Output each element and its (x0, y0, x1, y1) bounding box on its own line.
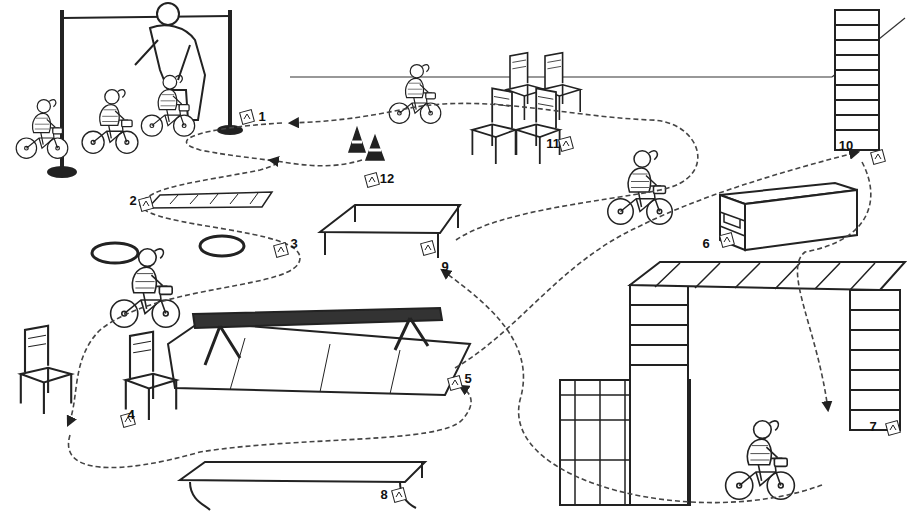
chairs-station-4 (21, 326, 176, 420)
balance-beam-part (193, 308, 442, 328)
course-drawing-part (141, 75, 194, 136)
hoops-part (200, 236, 244, 256)
teacher-part (157, 3, 179, 25)
course-drawing-part (726, 421, 795, 499)
route-line-part (797, 162, 870, 410)
callout-number: 11 (546, 137, 560, 150)
station-cards-part (421, 241, 436, 256)
station-cards-part (720, 233, 735, 248)
long-bench-part (180, 462, 425, 482)
station-cards-part (365, 173, 380, 188)
balance-beam-part (230, 338, 400, 394)
balance-beam (168, 308, 470, 395)
route-line-part (270, 160, 362, 166)
climbing-frame-part (850, 310, 900, 410)
course-drawing-part (111, 249, 180, 327)
wall-bars (835, 10, 879, 150)
low-table-part (325, 206, 458, 258)
vaulting-box-part (720, 195, 745, 250)
ramp-board-part (170, 193, 258, 204)
cones-part (349, 128, 365, 152)
wall-bars-part (835, 25, 879, 130)
start-posts-part (62, 16, 230, 18)
chairs-station-4-part (21, 326, 71, 414)
vaulting-box-part (720, 212, 745, 236)
start-posts-part (228, 10, 232, 128)
vaulting-box (720, 183, 857, 250)
station-cards-part (392, 488, 407, 503)
long-bench-part (190, 463, 422, 510)
callout-number: 7 (869, 420, 876, 433)
hoops (92, 236, 244, 263)
climbing-frame (560, 262, 905, 505)
climbing-frame-part (630, 285, 688, 505)
chairs-station-4-part (126, 332, 176, 420)
course-drawing-part (82, 90, 138, 154)
room-lines (290, 18, 905, 77)
course-drawing-part (608, 151, 673, 225)
callout-number: 6 (702, 237, 709, 250)
station-cards-part (886, 421, 901, 436)
climbing-frame-part (630, 262, 905, 290)
low-table (320, 205, 460, 258)
callout-number: 8 (380, 488, 387, 501)
chairs-station-11-part (516, 88, 559, 164)
cones-part (369, 149, 381, 152)
station-cards-part (559, 137, 574, 152)
balance-beam-part (168, 322, 470, 395)
chairs-station-11 (472, 53, 580, 164)
route-line-part (290, 103, 698, 240)
hoops-part (92, 243, 138, 263)
long-bench (180, 462, 425, 510)
station-cards-part (871, 150, 886, 165)
callout-number: 5 (464, 372, 471, 385)
callout-number: 3 (290, 237, 297, 250)
climbing-frame-part (850, 290, 900, 430)
climbing-frame-part (630, 305, 688, 365)
station-cards-part (448, 376, 463, 391)
station-cards-part (240, 110, 255, 125)
climbing-frame-part (655, 263, 875, 290)
chairs-station-11-part (472, 88, 515, 164)
wall-bars-part (835, 10, 879, 150)
route-line-part (69, 386, 472, 468)
route-line (68, 103, 871, 502)
station-cards-part (274, 243, 289, 258)
callout-number: 12 (380, 172, 394, 185)
balance-beam-part (205, 318, 428, 365)
callout-number: 1 (258, 110, 265, 123)
start-posts-part (48, 167, 76, 177)
cones (349, 128, 384, 160)
route-line-part (442, 270, 822, 503)
ramp-board-part (148, 192, 272, 208)
ramp-board (148, 192, 272, 208)
teacher-part (135, 40, 190, 80)
callout-number: 4 (127, 408, 134, 421)
callout-number: 9 (441, 260, 448, 273)
station-cards (121, 110, 901, 503)
route-line-part (455, 152, 858, 368)
cones-part (366, 136, 384, 160)
low-table-part (320, 205, 460, 233)
course-drawing-part (389, 65, 441, 124)
callout-number: 2 (129, 194, 136, 207)
cones-part (352, 141, 362, 144)
station-cards-part (139, 197, 154, 212)
callout-number: 10 (839, 139, 853, 152)
course-drawing-part (16, 100, 68, 159)
route-line-part (68, 123, 300, 425)
